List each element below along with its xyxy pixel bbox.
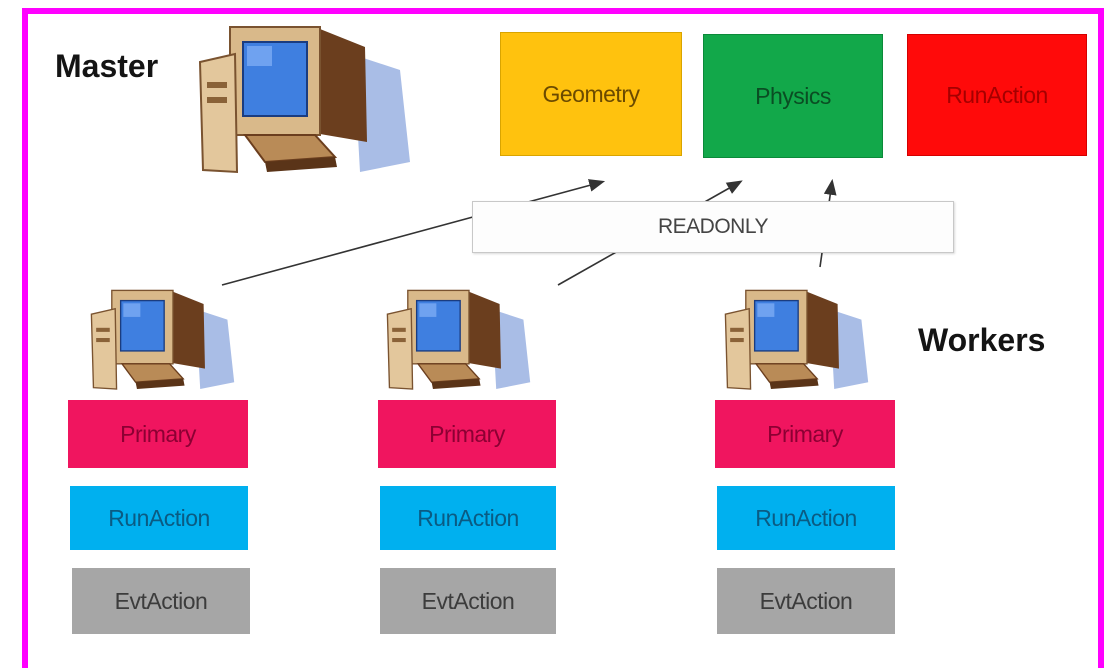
worker-1-primary-label: Primary [120,420,196,447]
run-action-shared-label: RunAction [946,81,1048,108]
worker-1-run-action-label: RunAction [108,504,210,531]
worker-2-evt-action-box: EvtAction [380,568,556,634]
run-action-shared-box: RunAction [907,34,1087,156]
diagram-frame [22,8,1104,668]
worker-2-evt-action-label: EvtAction [421,587,515,614]
geometry-box: Geometry [500,32,682,156]
readonly-label: READONLY [658,215,768,238]
readonly-box: READONLY [472,201,954,253]
worker-1-run-action-box: RunAction [70,486,248,550]
geometry-label: Geometry [542,80,640,107]
worker-3-evt-action-label: EvtAction [759,587,853,614]
worker-2-run-action-box: RunAction [380,486,556,550]
worker-3-run-action-label: RunAction [755,504,857,531]
worker-2-primary-box: Primary [378,400,556,468]
worker-2-run-action-label: RunAction [417,504,519,531]
worker-1-evt-action-box: EvtAction [72,568,250,634]
worker-1-primary-box: Primary [68,400,248,468]
worker-1-evt-action-label: EvtAction [114,587,208,614]
worker-2-primary-label: Primary [429,420,505,447]
workers-label: Workers [918,322,1046,358]
worker-3-run-action-box: RunAction [717,486,895,550]
worker-3-primary-box: Primary [715,400,895,468]
physics-box: Physics [703,34,883,158]
worker-3-primary-label: Primary [767,420,843,447]
worker-3-evt-action-box: EvtAction [717,568,895,634]
master-label: Master [55,48,159,84]
physics-label: Physics [755,82,831,109]
